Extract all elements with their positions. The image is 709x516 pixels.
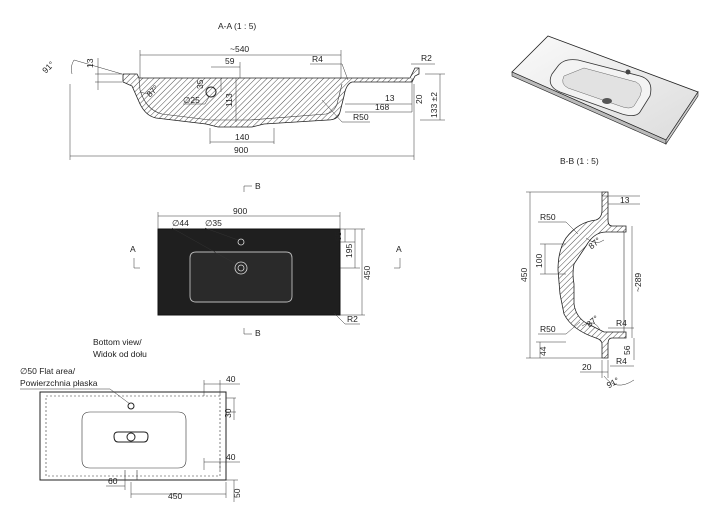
dim-113: 113 [224,93,234,107]
dim-13-right: 13 [385,93,395,103]
dim-450-bottom: 450 [168,491,182,501]
dim-900-plan: 900 [233,206,247,216]
dim-hole-25: ∅25 [183,95,200,105]
dim-r2-plan: R2 [347,314,358,324]
dim-195: 195 [344,244,354,258]
dim-13-bb: 13 [620,195,630,205]
dim-450-plan: 450 [362,266,372,280]
dim-50: 50 [232,488,242,498]
dim-r4-a: R4 [616,318,627,328]
dim-30: 30 [223,408,233,418]
dim-r50-aa: R50 [353,112,369,122]
dim-20: 20 [414,94,424,104]
bottom-caption-2: Widok od dołu [93,349,147,359]
dim-r4-b: R4 [616,356,627,366]
section-bb-title: B-B (1 : 5) [560,156,599,166]
dim-r50-bottom: R50 [540,324,556,334]
section-mark-b-top: B [255,181,261,191]
dim-450-bb: 450 [519,268,529,282]
dim-35: 35 [195,79,205,89]
dim-289: ~289 [633,273,643,292]
dim-40-mid: 40 [226,452,236,462]
dim-hole-44: ∅44 [172,218,189,228]
bottom-caption-1: Bottom view/ [93,337,142,347]
tap-hole-plan-icon [237,238,245,246]
section-mark-a-right: A [396,244,402,254]
dim-r2: R2 [421,53,432,63]
dim-r4: R4 [312,54,323,64]
bottom-view: Bottom view/ Widok od dołu ∅50 Flat area… [20,337,242,502]
dim-13-left: 13 [85,58,95,68]
dim-65: 65 [333,231,343,241]
section-mark-a-left: A [130,244,136,254]
overflow-hole [205,86,217,98]
flat-area-line2: Powierzchnia płaska [20,378,98,388]
dim-40-top: 40 [226,374,236,384]
dim-60: 60 [108,476,118,486]
dim-100: 100 [534,254,544,268]
dim-133: 133 ±2 [429,92,439,118]
bottom-outline [39,391,227,481]
plan-view: 900 ∅44 ∅35 65 195 450 R2 B B A A [130,181,402,338]
dim-540: ~540 [230,44,249,54]
drain-bottom-icon [126,432,136,442]
flat-area-line1: ∅50 Flat area/ [20,366,76,376]
dim-56: 56 [622,345,632,355]
section-aa-title: A-A (1 : 5) [218,21,256,31]
angle-91-aa: 91° [40,59,56,75]
isometric-view [511,35,699,145]
drain-icon [602,98,612,104]
tap-hole-icon [625,69,631,75]
dim-168: 168 [375,102,389,112]
angle-91-bb: 91° [605,375,621,390]
section-bb-profile [557,191,627,359]
dim-140: 140 [235,132,249,142]
section-aa: A-A (1 : 5) ~540 59 R4 R2 91° 13 [40,21,445,160]
section-mark-b-bottom: B [255,328,261,338]
dim-20-bb: 20 [582,362,592,372]
dim-44: 44 [538,346,548,356]
dim-900-aa: 900 [234,145,248,155]
section-bb: B-B (1 : 5) 13 R50 87° 100 450 ~289 R50 [519,156,643,390]
dim-hole-35: ∅35 [205,218,222,228]
flat-area-icon [127,402,135,410]
dim-r50-top: R50 [540,212,556,222]
dim-59: 59 [225,56,235,66]
drain-plan-icon [234,261,248,275]
